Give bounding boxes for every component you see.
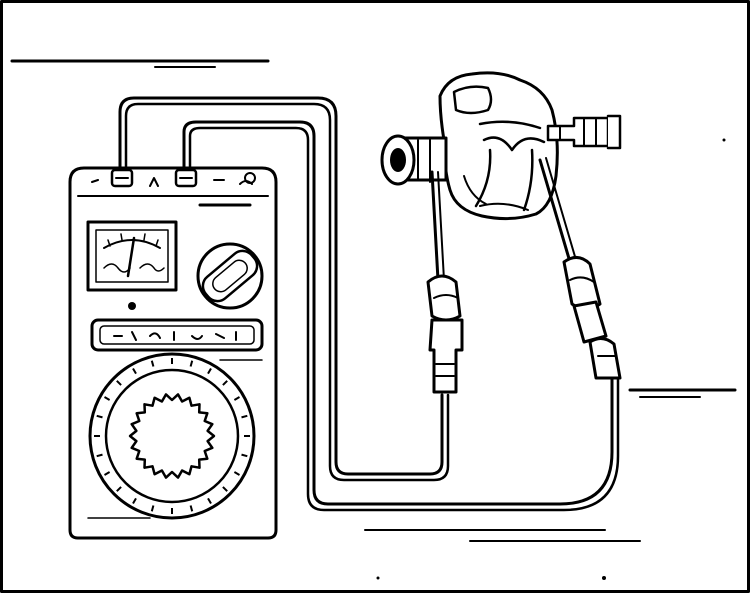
dial-tick [132, 497, 137, 505]
dial-tick [116, 486, 122, 492]
dial-tick [222, 486, 228, 492]
dial-gear [128, 393, 216, 479]
probe-left [426, 170, 464, 394]
rotary-dial-icon [88, 352, 256, 520]
terminal-right [174, 168, 198, 188]
meter-gauge-icon [86, 220, 178, 292]
dial-tick [241, 414, 248, 419]
terminal-left [110, 168, 134, 188]
dial-ticks [94, 358, 250, 514]
test-lead-left [118, 96, 450, 482]
dial-tick [103, 471, 111, 476]
dial-tick [132, 367, 137, 375]
dial-tick [189, 505, 194, 512]
indicator-dot [128, 302, 136, 310]
connector-left [380, 134, 448, 186]
dial-tick [233, 471, 241, 476]
dial-tick [150, 360, 155, 367]
connector-right [546, 114, 622, 150]
terminal-knob [244, 172, 256, 184]
dial-tick [150, 505, 155, 512]
dial-tick [116, 380, 122, 386]
component-housing [380, 71, 622, 221]
dial-tick [103, 396, 111, 401]
dial-tick [207, 497, 212, 505]
dial-tick [222, 380, 228, 386]
dial-tick [189, 360, 194, 367]
dial-tick [96, 453, 103, 458]
dial-tick [207, 367, 212, 375]
selector-knob-icon [196, 242, 264, 310]
tester-device [68, 166, 278, 540]
scale-strip [90, 318, 264, 352]
dial-tick [241, 453, 248, 458]
dial-tick [96, 414, 103, 419]
test-lead-plug-icon [428, 318, 464, 394]
probe-right [538, 157, 622, 380]
test-lead-right [182, 120, 620, 512]
scan-artefact-lines [10, 59, 737, 542]
dial-tick [233, 396, 241, 401]
